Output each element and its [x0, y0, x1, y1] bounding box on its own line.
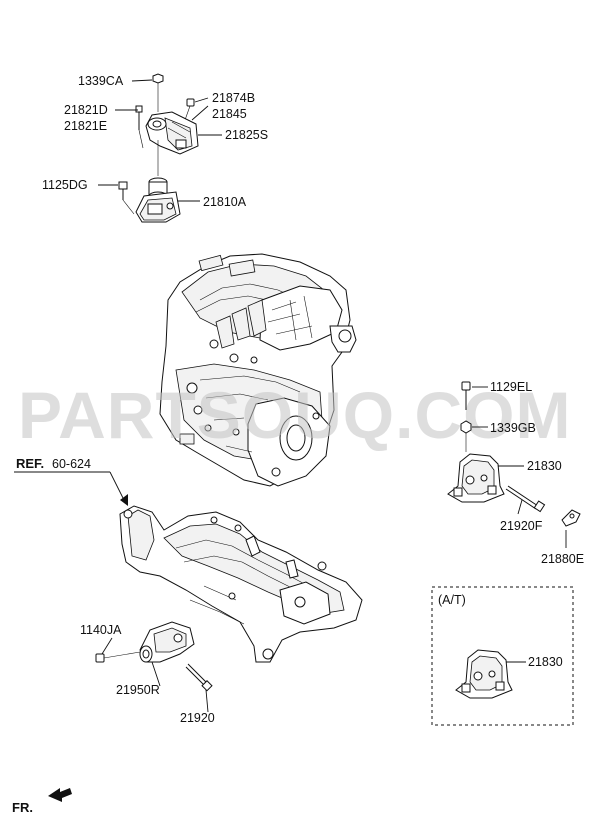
- front-direction-indicator: [48, 788, 72, 802]
- label-21845: 21845: [212, 107, 247, 121]
- label-ref-number: 60-624: [52, 457, 91, 471]
- mount-21830: [447, 453, 505, 503]
- bracket-21825S: [145, 111, 199, 155]
- label-21810A: 21810A: [203, 195, 247, 209]
- bracket-21880E: [561, 509, 581, 527]
- engine-block: [159, 253, 357, 487]
- label-21920: 21920: [180, 711, 215, 725]
- nut-1339GB: [460, 420, 472, 452]
- label-21821E: 21821E: [64, 119, 107, 133]
- mount-21830-at: [455, 649, 513, 699]
- upper-engine-mount-assembly[interactable]: [118, 73, 199, 223]
- bolt-1140JA: [95, 651, 141, 663]
- bolt-21920: [185, 663, 213, 692]
- leader-lines-bottom: [101, 637, 209, 713]
- bolt-21874B: [184, 98, 195, 121]
- label-21830: 21830: [527, 459, 562, 473]
- label-at-title: (A/T): [438, 593, 466, 607]
- label-21825S: 21825S: [225, 128, 268, 142]
- label-1129EL: 1129EL: [490, 380, 532, 394]
- ref-callout: [14, 471, 128, 506]
- label-1140JA: 1140JA: [80, 623, 122, 637]
- bolt-1125DG: [118, 181, 135, 215]
- roll-stop-mount-21950R[interactable]: [95, 621, 213, 692]
- watermark: PARTSOUQ.COM: [18, 378, 571, 452]
- label-1125DG: 1125DG: [42, 178, 88, 192]
- nut-1339CA: [152, 73, 164, 112]
- label-21950R: 21950R: [116, 683, 160, 697]
- bolt-21821D: [135, 105, 144, 149]
- label-21821D: 21821D: [64, 103, 108, 117]
- label-21880E: 21880E: [541, 552, 584, 566]
- bolt-1129EL: [461, 381, 471, 410]
- label-fr: FR.: [12, 800, 33, 815]
- part-labels: 1339CA 21821D 21821E 21874B 21845 21825S…: [12, 74, 584, 815]
- mount-21810A: [135, 177, 181, 223]
- label-1339GB: 1339GB: [490, 421, 536, 435]
- label-21874B: 21874B: [212, 91, 255, 105]
- leader-lines-top: [98, 79, 222, 202]
- transmission-mount-assembly[interactable]: [447, 381, 581, 527]
- label-1339CA: 1339CA: [78, 74, 124, 88]
- label-ref-prefix: REF.: [16, 456, 44, 471]
- label-21920F: 21920F: [500, 519, 543, 533]
- subframe-crossmember: [119, 505, 363, 663]
- leader-lines-right: [472, 386, 567, 548]
- automatic-transmission-box: [431, 586, 574, 726]
- label-21830-at: 21830: [528, 655, 563, 669]
- bolt-21920F: [505, 485, 546, 513]
